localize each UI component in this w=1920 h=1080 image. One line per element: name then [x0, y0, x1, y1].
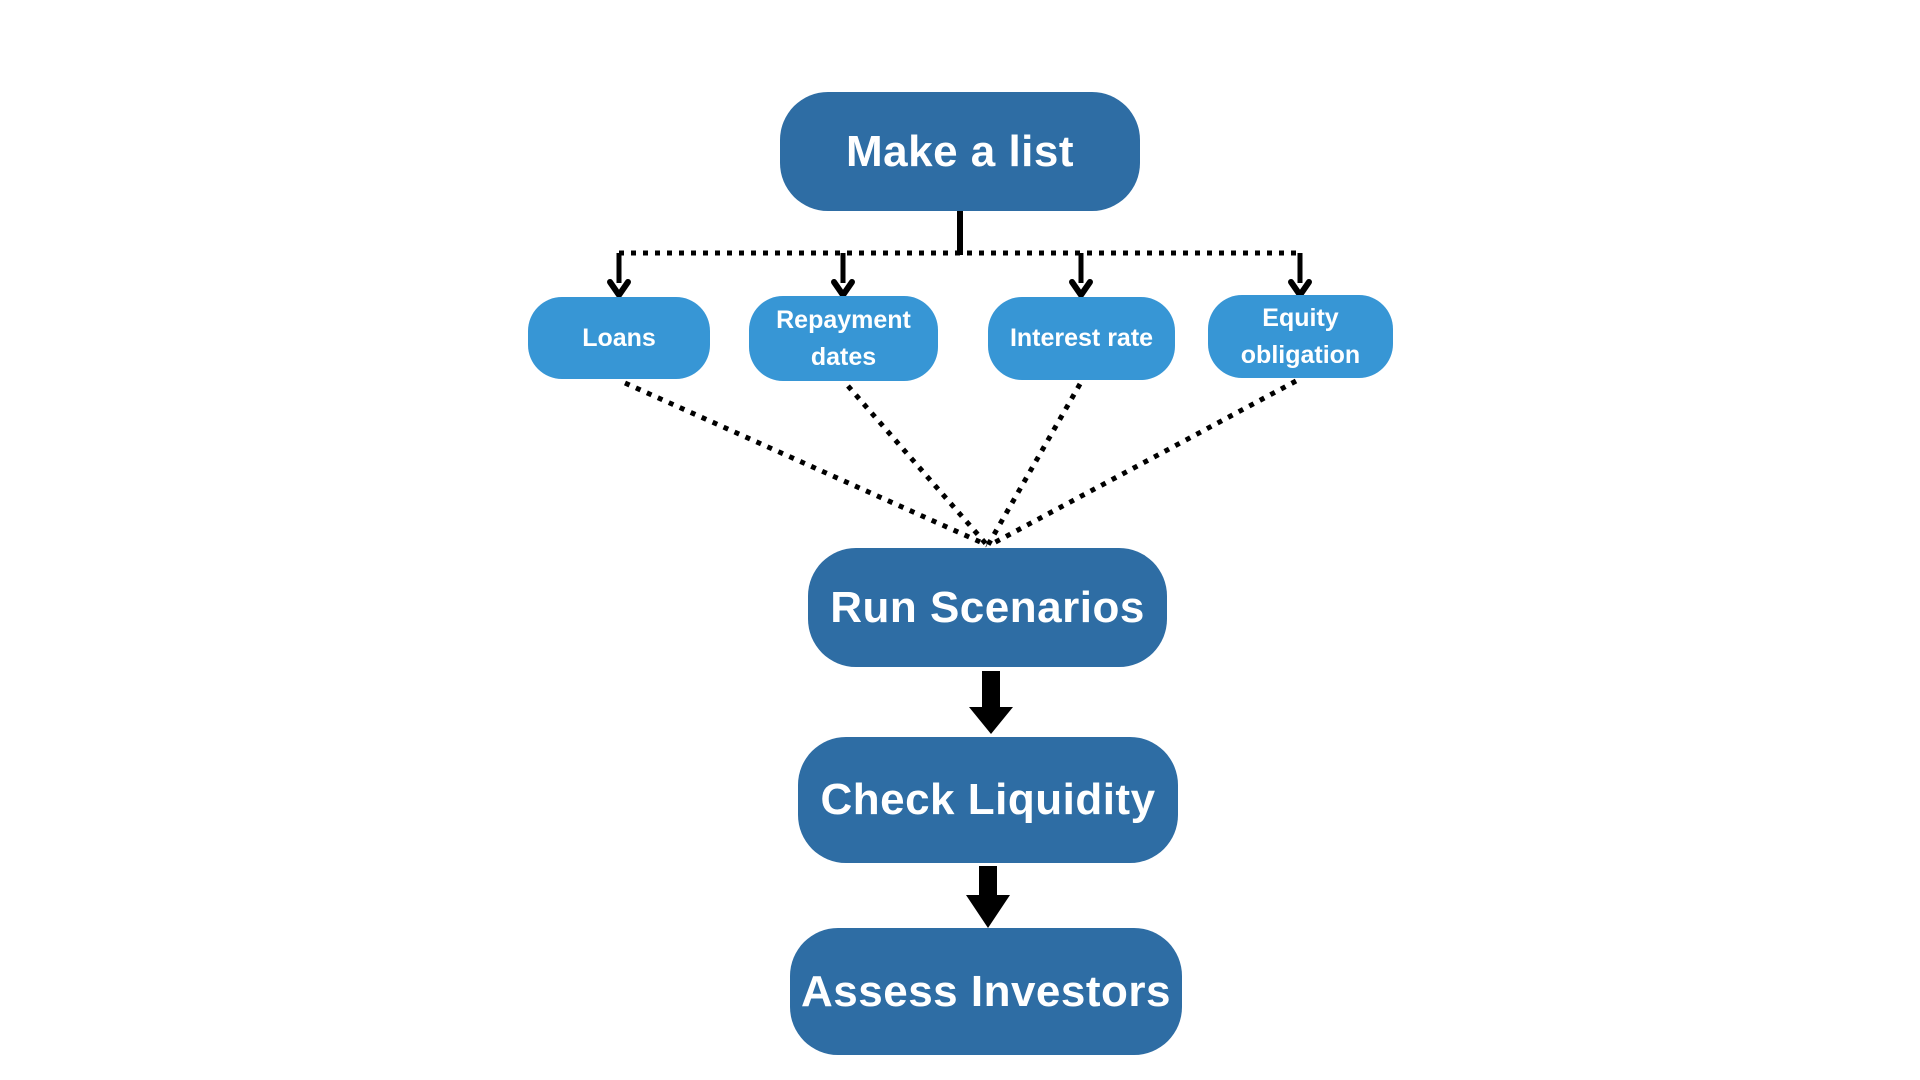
branch-arrow-equity-obligation: [1288, 253, 1312, 298]
node-equity-obligation-label: Equity obligation: [1240, 304, 1361, 369]
branch-arrow-repayment-dates: [831, 253, 855, 298]
node-interest-rate: Interest rate: [988, 297, 1175, 380]
node-repayment-dates-label: Repayment dates: [776, 306, 911, 371]
node-loans-label: Loans: [582, 323, 656, 352]
node-make-a-list: Make a list: [780, 92, 1140, 211]
node-check-liquidity: Check Liquidity: [798, 737, 1178, 863]
diagonal-loans-to-run-scenarios: [623, 380, 989, 548]
node-equity-obligation: Equity obligation: [1208, 295, 1393, 378]
branch-arrow-loans: [607, 253, 631, 298]
arrow-head: [831, 279, 855, 298]
node-check-liquidity-label: Check Liquidity: [820, 775, 1156, 824]
diagonal-repayment-to-run-scenarios: [846, 384, 989, 547]
thick-arrow-run-to-check: [969, 671, 1013, 734]
node-make-a-list-label: Make a list: [845, 126, 1075, 176]
node-run-scenarios: Run Scenarios: [808, 548, 1167, 667]
diagonal-interest-to-run-scenarios: [985, 382, 1083, 547]
node-run-scenarios-label: Run Scenarios: [830, 582, 1145, 632]
node-interest-rate-label: Interest rate: [1009, 324, 1154, 353]
thick-arrow-check-to-assess: [966, 866, 1010, 928]
node-assess-investors-label: Assess Investors: [801, 966, 1171, 1016]
branch-arrow-interest-rate: [1069, 253, 1093, 298]
arrow-head: [607, 279, 631, 298]
arrow-head: [1069, 279, 1093, 298]
node-assess-investors: Assess Investors: [790, 928, 1182, 1055]
node-loans: Loans: [528, 297, 710, 379]
arrow-head: [1288, 279, 1312, 298]
node-repayment-dates: Repayment dates: [749, 296, 938, 381]
diagonal-equity-to-run-scenarios: [988, 378, 1298, 548]
